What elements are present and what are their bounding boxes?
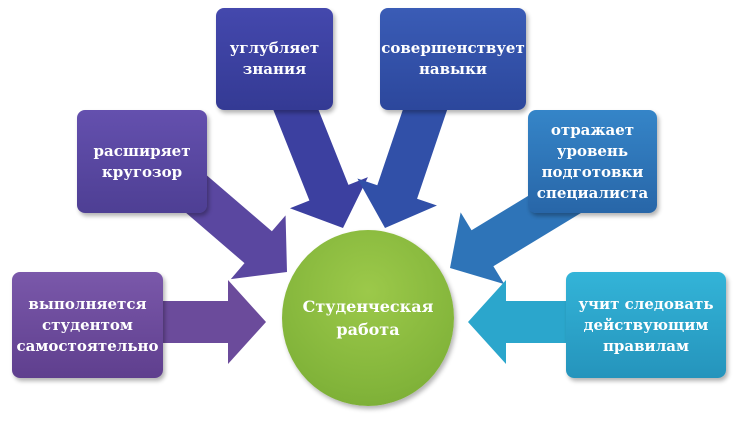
node-deepens-knowledge: углубляет знания bbox=[216, 8, 333, 110]
node-label: выполняется студентом самостоятельно bbox=[16, 294, 159, 355]
node-teaches-rules: учит следовать действующим правилам bbox=[566, 272, 726, 378]
node-broadens-outlook: расширяет кругозор bbox=[77, 110, 207, 213]
arrow-3 bbox=[270, 87, 368, 228]
node-label: совершенствует навыки bbox=[381, 39, 525, 78]
node-label: отражает уровень подготовки специалиста bbox=[536, 120, 649, 202]
node-label: расширяет кругозор bbox=[93, 141, 191, 181]
arrow-6 bbox=[468, 280, 590, 364]
node-self-performed: выполняется студентом самостоятельно bbox=[12, 272, 163, 378]
node-label: учит следовать действующим правилам bbox=[578, 294, 714, 355]
node-improves-skills: совершенствует навыки bbox=[380, 8, 526, 110]
center-node: Студенческая работа bbox=[282, 230, 454, 406]
center-label: Студенческая работа bbox=[302, 297, 434, 339]
arrow-4 bbox=[357, 88, 450, 228]
node-reflects-level: отражает уровень подготовки специалиста bbox=[528, 110, 657, 213]
arrow-1 bbox=[140, 280, 266, 364]
node-label: углубляет знания bbox=[229, 39, 320, 78]
